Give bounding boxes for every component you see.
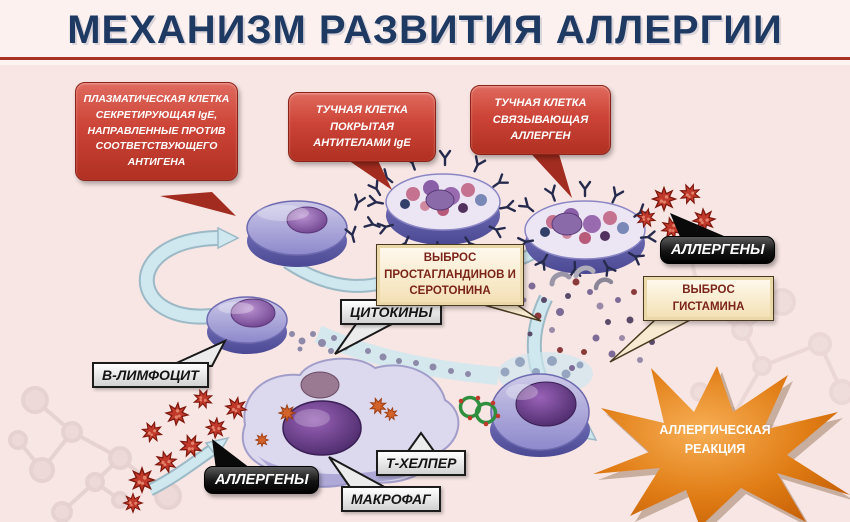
label-cytokines-text: ЦИТОКИНЫ bbox=[350, 304, 433, 320]
label-prostaglandin-release-text: ВЫБРОС ПРОСТАГЛАНДИНОВ И СЕРОТОНИНА bbox=[384, 252, 516, 298]
label-allergens-bottom-text: АЛЛЕРГЕНЫ bbox=[215, 472, 309, 488]
allergic-reaction-starburst bbox=[593, 366, 850, 522]
mast-cell-allergen-illustration bbox=[517, 180, 657, 278]
callout-mast-cell-allergen-text: ТУЧНАЯ КЛЕТКА СВЯЗЫВАЮЩАЯ АЛЛЕРГЕН bbox=[492, 97, 589, 142]
label-b-lymphocyte: В-ЛИМФОЦИТ bbox=[92, 362, 209, 388]
label-allergens-top: АЛЛЕРГЕНЫ bbox=[660, 236, 776, 264]
label-t-helper-text: Т-ХЕЛПЕР bbox=[386, 455, 457, 471]
callout-mast-cell-allergen: ТУЧНАЯ КЛЕТКА СВЯЗЫВАЮЩАЯ АЛЛЕРГЕН bbox=[470, 85, 611, 155]
label-prostaglandin-release: ВЫБРОС ПРОСТАГЛАНДИНОВ И СЕРОТОНИНА bbox=[376, 244, 524, 307]
page-title: МЕХАНИЗМ РАЗВИТИЯ АЛЛЕРГИИ bbox=[67, 8, 783, 52]
label-macrophage-text: МАКРОФАГ bbox=[351, 491, 431, 507]
plasma-cell-illustration bbox=[246, 200, 348, 267]
label-macrophage: МАКРОФАГ bbox=[341, 486, 441, 512]
receptor-link bbox=[458, 395, 501, 427]
label-allergic-reaction-text: АЛЛЕРГИЧЕСКАЯ РЕАКЦИЯ bbox=[659, 423, 771, 456]
label-histamine-release: ВЫБРОС ГИСТАМИНА bbox=[643, 276, 774, 322]
callout-mast-cell-ige: ТУЧНАЯ КЛЕТКА ПОКРЫТАЯ АНТИТЕЛАМИ IgE bbox=[288, 92, 436, 162]
t-helper-illustration bbox=[490, 373, 590, 457]
label-allergic-reaction: АЛЛЕРГИЧЕСКАЯ РЕАКЦИЯ bbox=[645, 421, 785, 459]
label-histamine-release-text: ВЫБРОС ГИСТАМИНА bbox=[672, 284, 745, 313]
header: МЕХАНИЗМ РАЗВИТИЯ АЛЛЕРГИИ bbox=[0, 0, 850, 60]
allergen-particles-bottom bbox=[119, 386, 249, 517]
callout-mast-cell-ige-text: ТУЧНАЯ КЛЕТКА ПОКРЫТАЯ АНТИТЕЛАМИ IgE bbox=[313, 104, 411, 149]
callout-plasma-cell-text: ПЛАЗМАТИЧЕСКАЯ КЛЕТКА СЕКРЕТИРУЮЩАЯ IgE,… bbox=[83, 93, 230, 168]
callout-plasma-cell: ПЛАЗМАТИЧЕСКАЯ КЛЕТКА СЕКРЕТИРУЮЩАЯ IgE,… bbox=[75, 82, 238, 181]
label-allergens-bottom: АЛЛЕРГЕНЫ bbox=[204, 466, 320, 494]
b-lymphocyte-illustration bbox=[206, 296, 288, 354]
molecule-background-left bbox=[8, 386, 182, 522]
label-b-lymphocyte-text: В-ЛИМФОЦИТ bbox=[102, 367, 199, 383]
mast-cell-ige-illustration bbox=[367, 149, 516, 258]
label-t-helper: Т-ХЕЛПЕР bbox=[376, 450, 467, 476]
label-allergens-top-text: АЛЛЕРГЕНЫ bbox=[671, 242, 765, 258]
